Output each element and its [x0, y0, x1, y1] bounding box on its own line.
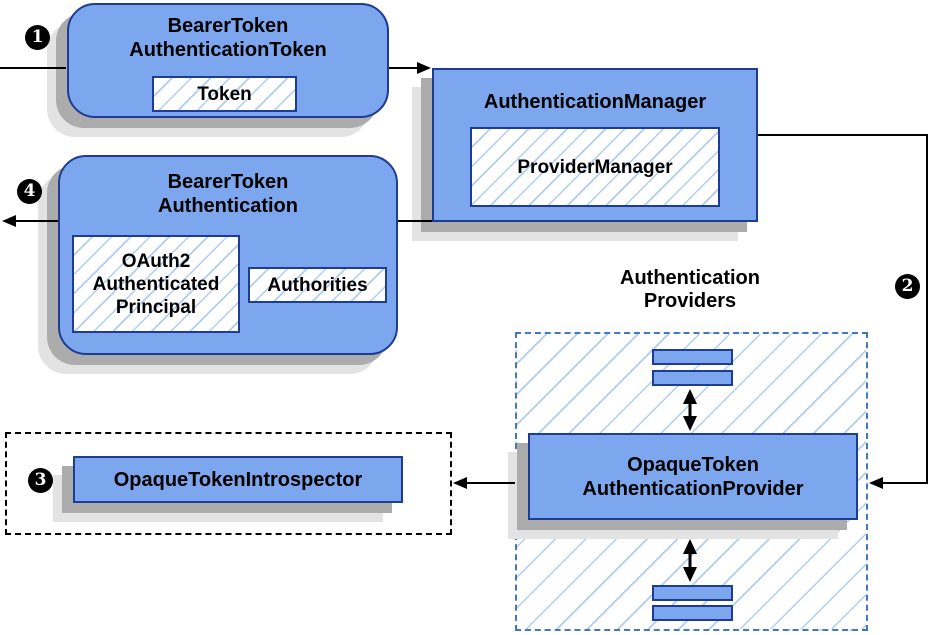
oauth2-authenticated-principal-line1: OAuth2 [121, 250, 191, 272]
opaque-token-introspector-label: OpaqueTokenIntrospector [113, 468, 363, 491]
bearer-token-authentication-line1: BearerToken [167, 171, 289, 193]
opaque-token-introspector-box: OpaqueTokenIntrospector [73, 456, 403, 503]
authorities-box: Authorities [248, 267, 387, 303]
authorities-label: Authorities [267, 274, 368, 296]
opaque-token-authentication-provider-line1: OpaqueToken [627, 453, 759, 476]
authentication-providers-label: Authentication Providers [540, 267, 840, 313]
opaque-token-authentication-provider-line2: AuthenticationProvider [582, 477, 804, 500]
step-4-badge: 4 [17, 179, 42, 204]
authentication-outgoing-arrow [2, 215, 58, 227]
bearer-token-authentication-line2: Authentication [158, 195, 298, 217]
authentication-manager-label: AuthenticationManager [483, 91, 707, 113]
bearer-token-authentication-token-line2: AuthenticationToken [129, 39, 327, 61]
authentication-providers-label-line1: Authentication [620, 267, 760, 289]
provider-stack-bar [652, 585, 733, 601]
oauth2-authenticated-principal-line2: Authenticated [92, 273, 220, 295]
oauth2-authenticated-principal-box: OAuth2 Authenticated Principal [72, 235, 240, 333]
provider-manager-box: ProviderManager [470, 127, 720, 207]
token-to-manager-arrow [389, 62, 431, 74]
step-2-badge: 2 [895, 274, 920, 299]
token-label: Token [197, 83, 252, 105]
oauth2-authenticated-principal-line3: Principal [115, 296, 197, 318]
opaque-token-authentication-provider-box: OpaqueToken AuthenticationProvider [528, 433, 858, 520]
provider-manager-label: ProviderManager [517, 156, 673, 178]
provider-stack-bar [652, 349, 733, 365]
provider-to-introspector-arrow [453, 477, 515, 489]
token-box: Token [152, 76, 297, 112]
step-1-badge: 1 [25, 25, 50, 50]
provider-stack-bar [652, 605, 733, 621]
authentication-providers-label-line2: Providers [643, 290, 737, 312]
provider-stack-bar [652, 370, 733, 386]
bearer-token-authentication-token-line1: BearerToken [167, 15, 289, 37]
step-3-badge: 3 [28, 468, 53, 493]
